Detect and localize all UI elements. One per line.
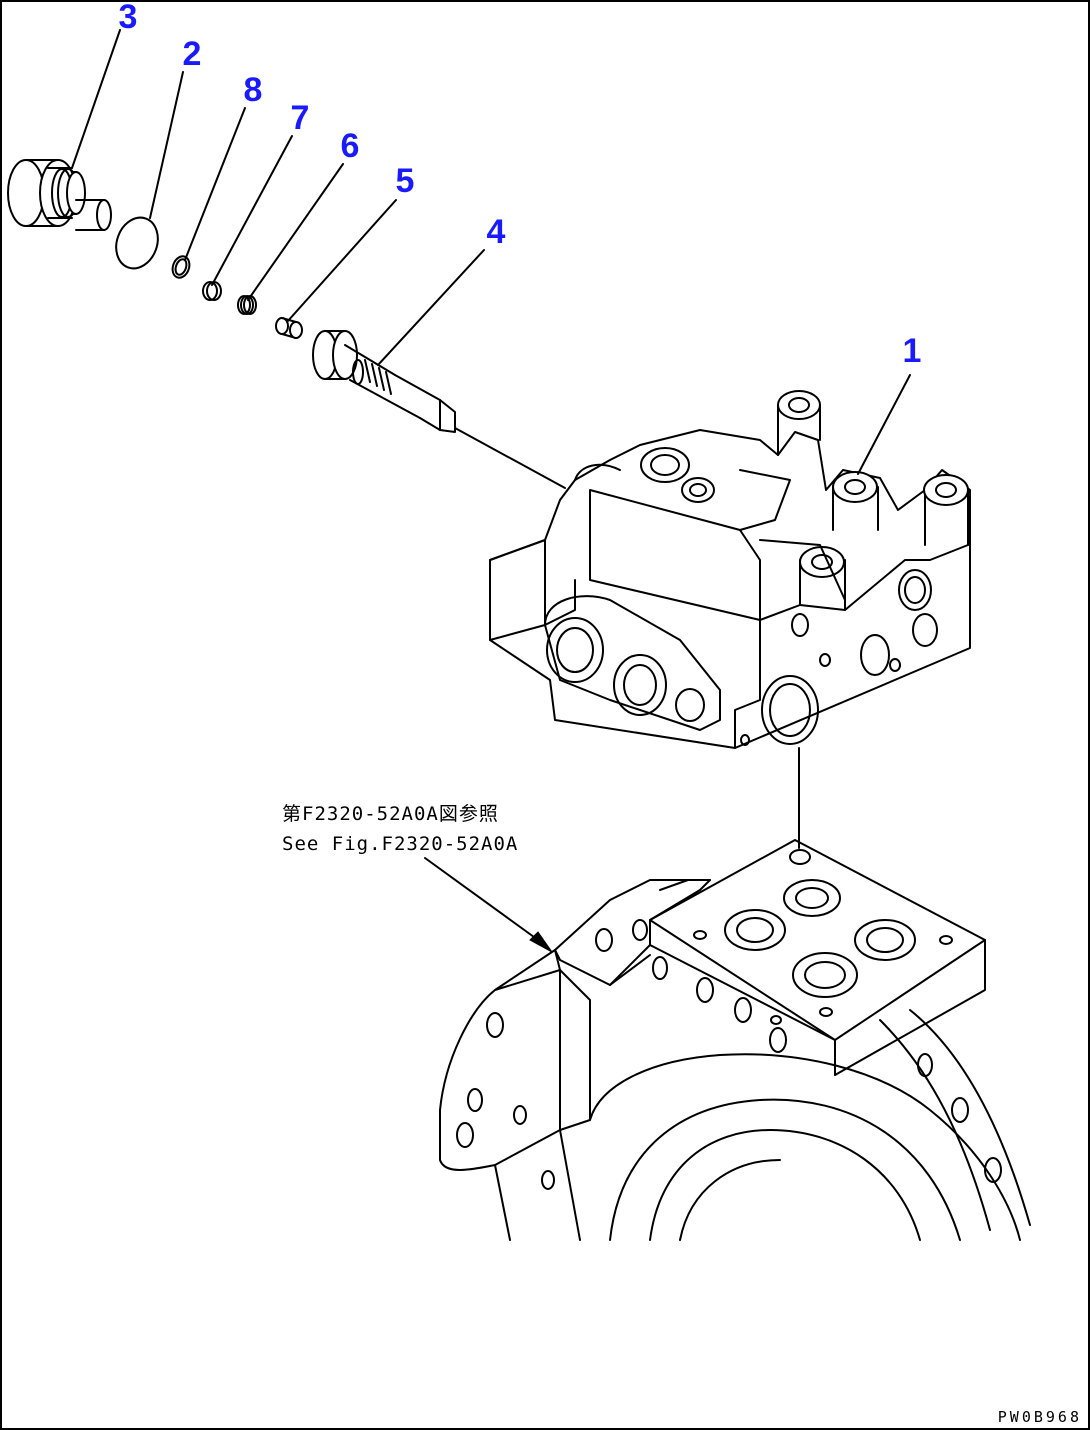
- part-1-valve-body: [489, 390, 971, 749]
- part-6-spring: [237, 295, 257, 315]
- part-2-o-ring: [115, 216, 159, 270]
- part-label-5: 5: [396, 162, 415, 200]
- part-label-2: 2: [183, 35, 202, 73]
- part-label-7: 7: [291, 99, 310, 137]
- leader-lines: [71, 29, 911, 953]
- part-label-3: 3: [119, 0, 138, 36]
- part-8-snap-ring: [171, 255, 191, 279]
- part-label-4: 4: [487, 213, 506, 251]
- part-label-6: 6: [341, 127, 360, 165]
- part-5-collar: [275, 317, 303, 339]
- part-3-plug: [7, 159, 112, 231]
- spool-centerline: [454, 427, 566, 489]
- figure-code: PW0B968: [998, 1408, 1082, 1426]
- reference-note-line-2: See Fig.F2320-52A0A: [282, 833, 518, 855]
- part-label-1: 1: [903, 332, 922, 370]
- part-label-8: 8: [244, 71, 263, 109]
- part-4-spool: [312, 330, 456, 433]
- part-labels: 3 2 8 7 6 5 4 1: [119, 0, 922, 370]
- reference-note-line-1: 第F2320-52A0A図参照: [282, 803, 499, 825]
- housing: [439, 839, 1031, 1241]
